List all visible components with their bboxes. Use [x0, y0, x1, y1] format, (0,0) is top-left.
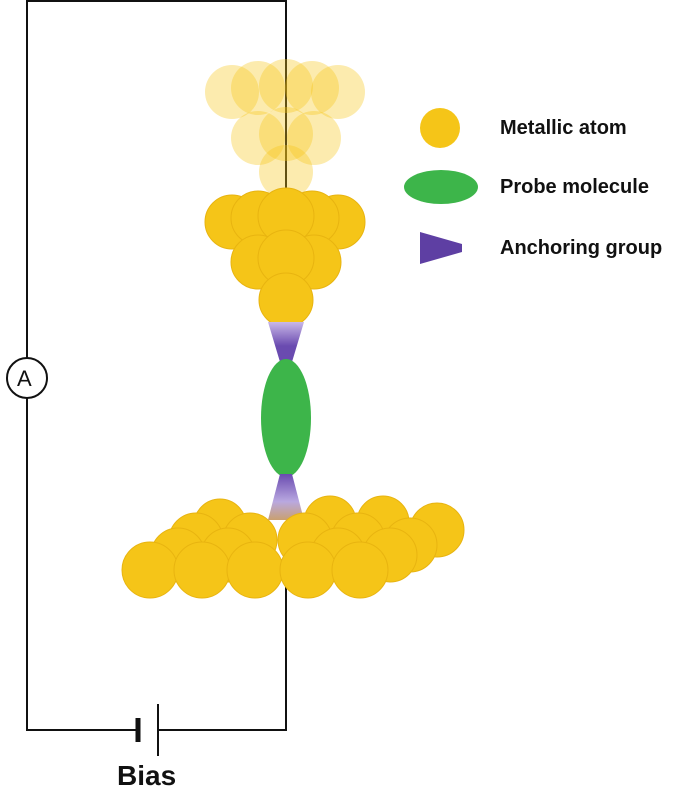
- legend-label-anchoring-group: Anchoring group: [500, 237, 663, 259]
- ammeter-label: A: [17, 366, 32, 391]
- substrate-electrode-atoms: [121, 495, 465, 599]
- faded-tip-atoms: [205, 59, 365, 199]
- battery-icon: [135, 704, 159, 756]
- bias-label: Bias: [117, 760, 177, 791]
- legend-label-metallic-atom: Metallic atom: [500, 117, 627, 139]
- ammeter: [6, 357, 48, 399]
- legend-anchoring-group-icon: [420, 232, 462, 264]
- circuit-wire: [26, 0, 287, 731]
- probe-molecule: [261, 359, 311, 477]
- lower-anchoring-group: [268, 474, 304, 520]
- legend-label-probe-molecule: Probe molecule: [500, 176, 649, 198]
- legend-metallic-atom-icon: [420, 108, 460, 148]
- upper-anchoring-group: [268, 322, 304, 362]
- tip-electrode-atoms: [204, 187, 366, 328]
- legend-probe-molecule-icon: [404, 170, 478, 204]
